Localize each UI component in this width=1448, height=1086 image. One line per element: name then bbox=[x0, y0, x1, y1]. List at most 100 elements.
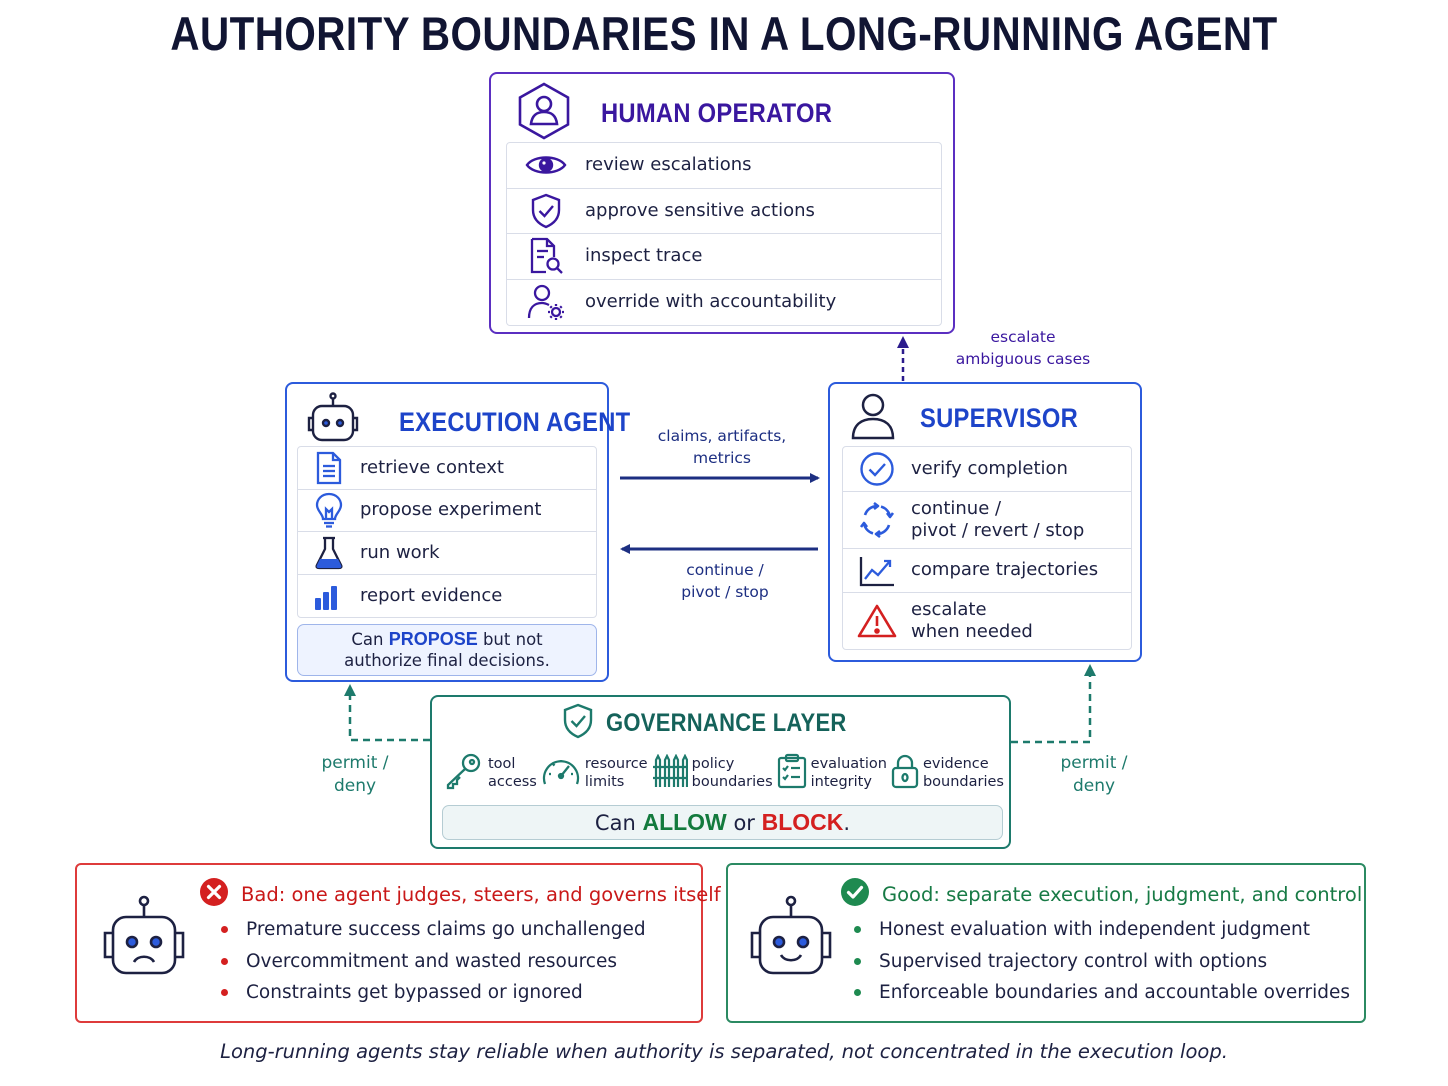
bullet bbox=[221, 957, 228, 965]
exec-item-label: run work bbox=[360, 541, 440, 563]
flow-continue-label: continue / pivot / stop bbox=[650, 559, 800, 603]
verdict-allow: ALLOW bbox=[642, 809, 727, 835]
exec-item-label: report evidence bbox=[360, 584, 503, 606]
lightbulb-icon bbox=[298, 492, 360, 528]
list-item: Constraints get bypassed or ignored bbox=[221, 977, 646, 1009]
line: continue / bbox=[911, 497, 1002, 519]
note-text: but not bbox=[477, 630, 543, 649]
bad-header: Bad: one agent judges, steers, and gover… bbox=[199, 877, 721, 911]
flow-permit-left-label: permit / deny bbox=[310, 752, 400, 798]
exec-item-label: propose experiment bbox=[360, 499, 542, 520]
execution-agent-card: EXECUTION AGENT retrieve context bbox=[285, 382, 630, 682]
supervisor-card: SUPERVISOR verify completion bbox=[828, 382, 1142, 662]
supervisor-item-compare: compare trajectories bbox=[843, 549, 1131, 593]
list-item: Honest evaluation with independent judgm… bbox=[854, 914, 1350, 946]
flow-line: permit / bbox=[1060, 753, 1128, 773]
user-gear-icon bbox=[507, 282, 585, 322]
human-operator-title: HUMAN OPERATOR bbox=[601, 97, 833, 128]
robot-icon bbox=[305, 392, 361, 452]
bar-chart-icon bbox=[298, 582, 360, 610]
note-line-2: authorize final decisions. bbox=[344, 651, 550, 670]
supervisor-list: verify completion continue / pivot / rev… bbox=[842, 446, 1132, 650]
execution-agent-title: EXECUTION AGENT bbox=[399, 406, 631, 437]
list-item-text: Premature success claims go unchallenged bbox=[246, 919, 646, 940]
exec-item-label: retrieve context bbox=[360, 456, 504, 478]
supervisor-header: SUPERVISOR bbox=[850, 392, 1100, 444]
good-header: Good: separate execution, judgment, and … bbox=[840, 877, 1362, 911]
flow-line: permit / bbox=[321, 753, 389, 773]
governance-item-label: evidence boundaries bbox=[923, 755, 1004, 791]
operator-item-inspect: inspect trace bbox=[507, 234, 941, 280]
good-list: Honest evaluation with independent judgm… bbox=[854, 914, 1350, 1009]
governance-item-label: evaluation integrity bbox=[811, 755, 887, 791]
bad-title: Bad: one agent judges, steers, and gover… bbox=[241, 882, 721, 906]
warning-triangle-icon bbox=[843, 603, 911, 639]
governance-item-label: tool access bbox=[488, 755, 537, 791]
human-operator-card: HUMAN OPERATOR review escalations approv… bbox=[489, 72, 955, 334]
clipboard-check-icon bbox=[777, 753, 807, 793]
line: integrity bbox=[810, 774, 872, 790]
operator-item-review: review escalations bbox=[507, 143, 941, 189]
fence-icon bbox=[652, 753, 688, 792]
footer-caption: Long-running agents stay reliable when a… bbox=[220, 1040, 1228, 1063]
gauge-icon bbox=[541, 754, 581, 792]
line: when needed bbox=[911, 621, 1033, 642]
governance-header: GOVERNANCE LAYER bbox=[432, 703, 1009, 743]
arrow-governance-to-supervisor bbox=[1011, 664, 1096, 744]
note-line-1: Can PROPOSE but not bbox=[298, 629, 596, 650]
flask-icon bbox=[298, 536, 360, 570]
supervisor-item-label: escalate when needed bbox=[911, 599, 1033, 644]
line: verify completion bbox=[911, 457, 1068, 479]
governance-item-evaluation-integrity: evaluation integrity bbox=[777, 752, 887, 794]
supervisor-title: SUPERVISOR bbox=[920, 402, 1079, 433]
flow-claims-label: claims, artifacts, metrics bbox=[640, 425, 804, 469]
padlock-icon bbox=[891, 753, 919, 793]
flow-line: escalate bbox=[990, 328, 1056, 346]
bullet bbox=[221, 926, 228, 934]
governance-item-label: resource limits bbox=[585, 755, 648, 791]
line: tool bbox=[488, 756, 516, 772]
line: access bbox=[488, 774, 537, 790]
list-item-text: Overcommitment and wasted resources bbox=[246, 950, 617, 972]
sad-robot-icon bbox=[99, 893, 189, 987]
line: compare trajectories bbox=[911, 559, 1099, 581]
flow-line: pivot / stop bbox=[681, 583, 769, 601]
execution-agent-list: retrieve context propose experiment bbox=[297, 446, 597, 618]
note-emphasis: PROPOSE bbox=[388, 629, 478, 649]
page-title: AUTHORITY BOUNDARIES IN A LONG-RUNNING A… bbox=[170, 7, 1278, 115]
bad-list: Premature success claims go unchallenged… bbox=[221, 914, 646, 1009]
bullet bbox=[221, 989, 228, 997]
governance-items: tool access resource limits bbox=[444, 752, 1004, 794]
supervisor-item-continue: continue / pivot / revert / stop bbox=[843, 492, 1131, 549]
shield-check-icon bbox=[562, 703, 594, 743]
refresh-arrows-icon bbox=[843, 500, 911, 540]
governance-item-tool-access: tool access bbox=[444, 752, 537, 794]
flow-line: ambiguous cases bbox=[955, 350, 1091, 368]
line: boundaries bbox=[922, 774, 1004, 790]
supervisor-item-escalate: escalate when needed bbox=[843, 593, 1131, 649]
flow-permit-right-label: permit / deny bbox=[1049, 752, 1139, 798]
exec-item-run: run work bbox=[298, 532, 596, 575]
document-search-icon bbox=[507, 237, 585, 275]
list-item: Overcommitment and wasted resources bbox=[221, 946, 646, 978]
user-icon bbox=[850, 392, 896, 444]
operator-item-label: inspect trace bbox=[585, 245, 703, 266]
operator-item-approve: approve sensitive actions bbox=[507, 189, 941, 234]
check-circle-icon bbox=[843, 451, 911, 487]
key-icon bbox=[444, 752, 484, 794]
list-item-text: Honest evaluation with independent judgm… bbox=[879, 919, 1310, 940]
line: resource bbox=[584, 756, 648, 772]
governance-item-label: policy boundaries bbox=[692, 755, 773, 791]
flow-line: deny bbox=[333, 776, 377, 796]
good-title: Good: separate execution, judgment, and … bbox=[882, 882, 1363, 906]
line: pivot / revert / stop bbox=[911, 520, 1085, 541]
bullet bbox=[854, 926, 861, 934]
operator-item-label: review escalations bbox=[585, 154, 752, 175]
shield-check-icon bbox=[507, 193, 585, 229]
x-circle-icon bbox=[199, 877, 229, 911]
list-item: Supervised trajectory control with optio… bbox=[854, 946, 1350, 978]
exec-item-propose: propose experiment bbox=[298, 490, 596, 532]
check-circle-icon bbox=[840, 877, 870, 911]
governance-layer-card: GOVERNANCE LAYER tool access bbox=[430, 695, 1011, 849]
flow-line: metrics bbox=[693, 449, 751, 467]
